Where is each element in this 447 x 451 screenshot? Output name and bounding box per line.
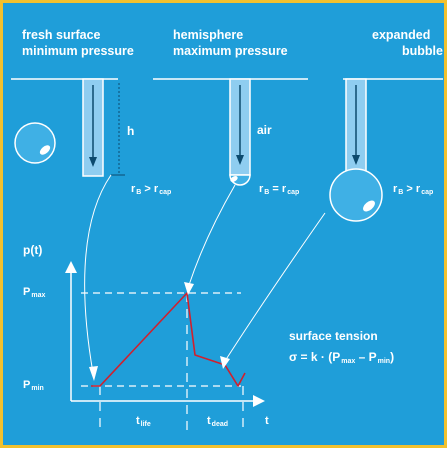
bubble-1: [14, 122, 56, 164]
t-life-sub: life: [140, 421, 151, 428]
pointer-arrow-hemisphere: [188, 184, 236, 286]
radius-sub-2: B: [264, 189, 270, 196]
t-dead-label: tdead: [207, 415, 228, 428]
pressure-curve: [91, 292, 246, 387]
relation-3: >: [406, 183, 413, 195]
gas-flow-arrowhead-1: [89, 157, 97, 167]
stage-1-title: fresh surface: [22, 28, 101, 42]
relation-1: >: [144, 183, 151, 195]
stage-2-title: hemisphere: [173, 28, 244, 42]
t-life-symbol: t: [136, 415, 140, 427]
radius-relation-3: rB > rcap: [393, 183, 433, 196]
relation-2: =: [272, 183, 279, 195]
cap-sub-2: cap: [287, 189, 300, 196]
t-dead-symbol: t: [207, 415, 211, 427]
chart-y-arrowhead: [65, 261, 77, 273]
t-dead-sub: dead: [211, 421, 229, 428]
radius-label-2: r: [259, 183, 264, 195]
pointer-arrowhead-hemisphere: [184, 282, 194, 295]
radius-sub-3: B: [398, 189, 404, 196]
pointer-arrow-fresh-surface: [84, 174, 112, 374]
p-min-label: Pmin: [23, 379, 44, 392]
formula-lhs: σ = k · (P: [289, 350, 341, 364]
radius-label-3: r: [393, 183, 398, 195]
diagram-graphics: [11, 78, 443, 433]
bubble-3: [329, 168, 383, 222]
bubble-highlight-1: [39, 145, 51, 155]
chart-x-axis-label: t: [265, 415, 269, 427]
formula-rhs: ): [390, 350, 395, 364]
gas-label: air: [257, 123, 272, 137]
formula-expression: σ = k · (Pmax – Pmin): [289, 350, 394, 365]
radius-relation-1: rB > rcap: [131, 183, 171, 196]
pointer-arrow-expanded-bubble: [224, 212, 326, 362]
pointer-arrowhead-expanded-bubble: [220, 356, 230, 369]
formula-minus: – P: [355, 350, 377, 364]
gas-flow-arrowhead-2: [236, 155, 244, 165]
cap-label-3: r: [415, 183, 421, 195]
cap-sub-3: cap: [421, 189, 434, 196]
p-min-symbol: P: [23, 379, 31, 391]
stage-3-subtitle: bubble: [402, 44, 443, 58]
p-max-label: Pmax: [23, 286, 45, 299]
gas-flow-arrowhead-3: [352, 155, 360, 165]
p-max-symbol: P: [23, 286, 31, 298]
cap-sub-1: cap: [159, 189, 172, 196]
radius-relation-2: rB = rcap: [259, 183, 299, 196]
cap-label-2: r: [281, 183, 287, 195]
stage-2-subtitle: maximum pressure: [173, 44, 288, 58]
bubble-highlight-3: [363, 200, 375, 212]
p-max-sub: max: [31, 292, 46, 299]
formula-max-sub: max: [341, 358, 356, 365]
cap-label-1: r: [153, 183, 159, 195]
pointer-arrowhead-fresh-surface: [89, 366, 98, 381]
stage-1-subtitle: minimum pressure: [22, 44, 134, 58]
t-life-label: tlife: [136, 415, 151, 428]
formula-min-sub: min: [377, 358, 391, 365]
chart-y-axis-label: p(t): [23, 243, 43, 257]
chart-x-arrowhead: [253, 395, 265, 407]
stage-3-title: expanded: [372, 28, 431, 42]
bubble-highlight-2: [230, 176, 238, 182]
immersion-depth-label: h: [127, 124, 135, 138]
radius-label-1: r: [131, 183, 136, 195]
radius-sub-1: B: [136, 189, 142, 196]
p-min-sub: min: [31, 385, 44, 392]
formula-title: surface tension: [289, 329, 378, 343]
